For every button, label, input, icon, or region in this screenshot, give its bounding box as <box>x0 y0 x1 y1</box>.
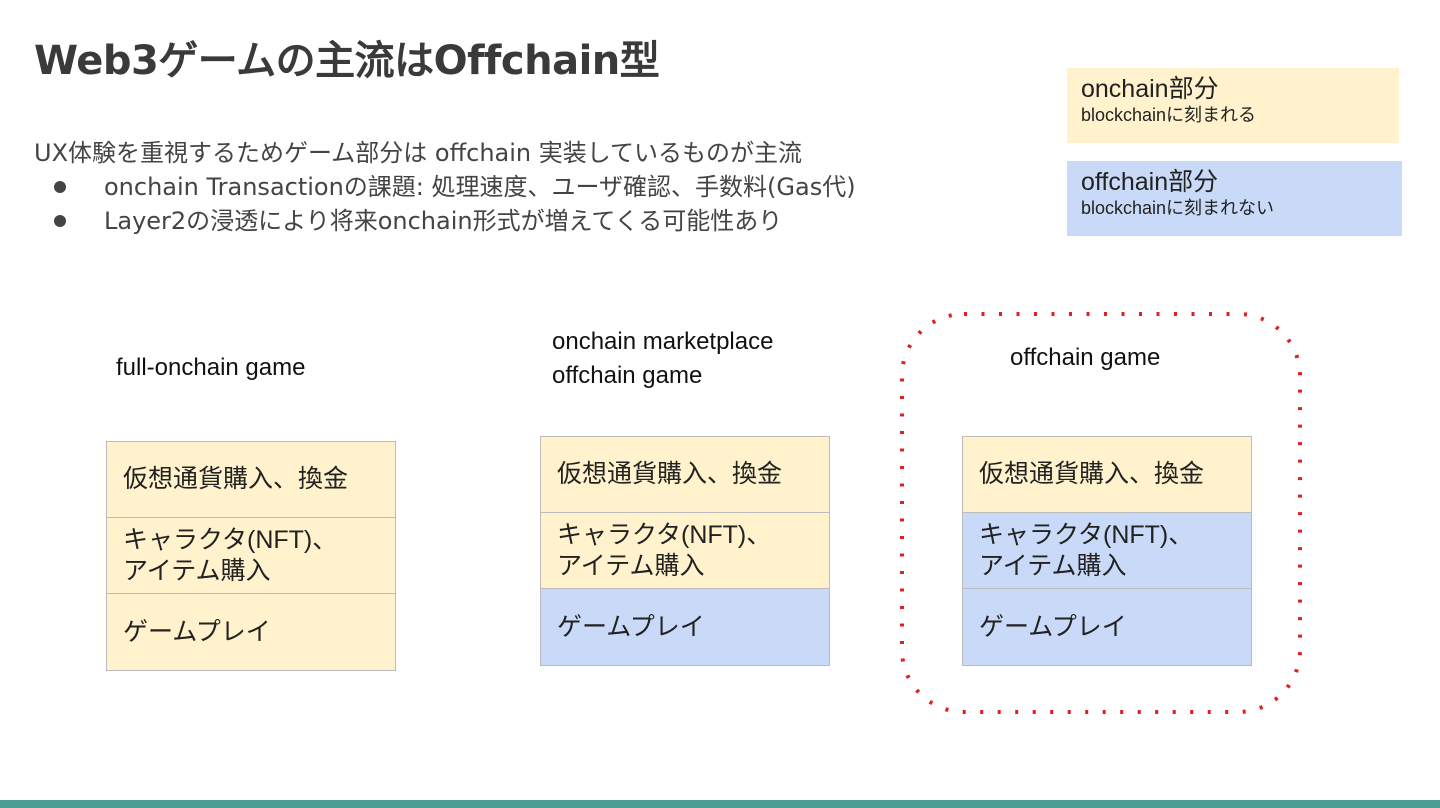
bullet-icon <box>54 215 66 227</box>
legend-onchain: onchain部分 blockchainに刻まれる <box>1067 68 1399 143</box>
footer-bar <box>0 800 1440 808</box>
lead-text: UX体験を重視するためゲーム部分は offchain 実装しているものが主流 <box>34 139 803 167</box>
legend-offchain: offchain部分 blockchainに刻まれない <box>1067 161 1402 236</box>
column-caption: full-onchain game <box>116 354 306 381</box>
stack-row: ゲームプレイ <box>541 589 829 665</box>
slide-title: Web3ゲームの主流はOffchain型 <box>34 38 660 84</box>
bullet-icon <box>54 181 66 193</box>
stack-row: 仮想通貨購入、換金 <box>963 437 1251 513</box>
stack-offchain: 仮想通貨購入、換金 キャラクタ(NFT)、 アイテム購入 ゲームプレイ <box>962 436 1252 666</box>
stack-row: ゲームプレイ <box>107 594 395 670</box>
legend-onchain-title: onchain部分 <box>1081 75 1219 103</box>
bullet-item: Layer2の浸透により将来onchain形式が増えてくる可能性あり <box>34 204 856 238</box>
stack-row: キャラクタ(NFT)、 アイテム購入 <box>107 518 395 594</box>
column-caption: onchain marketplace offchain game <box>552 328 774 389</box>
stack-onchain-marketplace: 仮想通貨購入、換金 キャラクタ(NFT)、 アイテム購入 ゲームプレイ <box>540 436 830 666</box>
legend-offchain-title: offchain部分 <box>1081 168 1219 196</box>
column-caption: offchain game <box>1010 344 1161 371</box>
highlight-dotted-border <box>900 312 1302 714</box>
legend-onchain-sub: blockchainに刻まれる <box>1081 105 1257 125</box>
stack-row: 仮想通貨購入、換金 <box>107 442 395 518</box>
stack-row: 仮想通貨購入、換金 <box>541 437 829 513</box>
bullet-text: onchain Transactionの課題: 処理速度、ユーザ確認、手数料(G… <box>104 173 856 201</box>
stack-row: キャラクタ(NFT)、 アイテム購入 <box>963 513 1251 589</box>
stack-row: キャラクタ(NFT)、 アイテム購入 <box>541 513 829 589</box>
slide-body: UX体験を重視するためゲーム部分は offchain 実装しているものが主流 o… <box>34 136 856 238</box>
bullet-item: onchain Transactionの課題: 処理速度、ユーザ確認、手数料(G… <box>34 170 856 204</box>
legend-offchain-sub: blockchainに刻まれない <box>1081 198 1275 218</box>
bullet-text: Layer2の浸透により将来onchain形式が増えてくる可能性あり <box>104 207 783 235</box>
stack-full-onchain: 仮想通貨購入、換金 キャラクタ(NFT)、 アイテム購入 ゲームプレイ <box>106 441 396 671</box>
stack-row: ゲームプレイ <box>963 589 1251 665</box>
